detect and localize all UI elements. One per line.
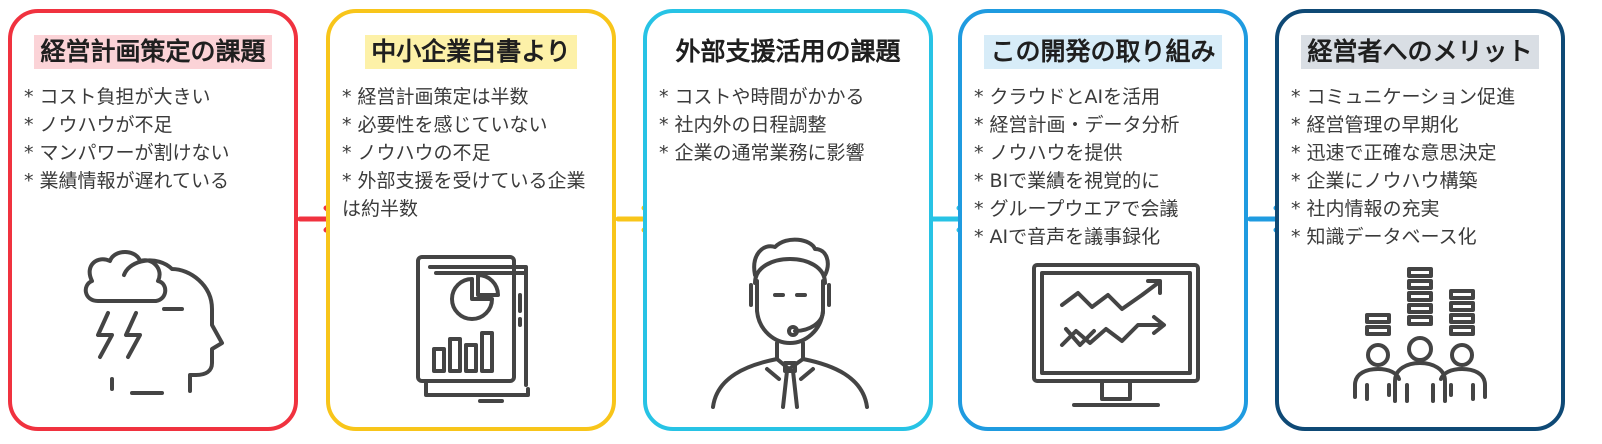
team-growth-icon bbox=[1353, 267, 1487, 403]
headache-storm-head-icon bbox=[83, 250, 224, 395]
list-item: * マンパワーが割けない bbox=[24, 142, 230, 164]
card-title: 経営者へのメリット bbox=[1301, 35, 1539, 69]
list-item: * 企業にノウハウ構築 bbox=[1291, 170, 1478, 192]
list-item: * 経営管理の早期化 bbox=[1291, 114, 1459, 136]
list-item: * 外部支援を受けている企業は約半数 bbox=[342, 170, 586, 220]
list-item: * コミュニケーション促進 bbox=[1291, 86, 1516, 108]
item-list: * コミュニケーション促進 * 経営管理の早期化 * 迅速で正確な意思決定 * … bbox=[1291, 83, 1553, 251]
card-external-support-issues: 外部支援活用の課題 * コストや時間がかかる * 社内外の日程調整 * 企業の通… bbox=[643, 9, 933, 431]
card-benefits-for-managers: 経営者へのメリット * コミュニケーション促進 * 経営管理の早期化 * 迅速で… bbox=[1275, 9, 1565, 431]
list-item: * 社内情報の充実 bbox=[1291, 198, 1440, 220]
item-list: * コスト負担が大きい * ノウハウが不足 * マンパワーが割けない * 業績情… bbox=[24, 83, 286, 195]
monitor-trend-chart-icon bbox=[1032, 263, 1200, 407]
consultant-headset-icon bbox=[711, 237, 869, 409]
card-title: 中小企業白書より bbox=[365, 35, 577, 69]
list-item: * BIで業績を視覚的に bbox=[974, 170, 1161, 192]
list-item: * ノウハウが不足 bbox=[24, 114, 173, 136]
list-item: * 経営計画・データ分析 bbox=[974, 114, 1180, 136]
card-development-initiatives: この開発の取り組み * クラウドとAIを活用 * 経営計画・データ分析 * ノウ… bbox=[958, 9, 1248, 431]
list-item: * 経営計画策定は半数 bbox=[342, 86, 529, 108]
item-list: * クラウドとAIを活用 * 経営計画・データ分析 * ノウハウを提供 * BI… bbox=[974, 83, 1236, 251]
card-title: この開発の取り組み bbox=[984, 35, 1222, 69]
list-item: * 社内外の日程調整 bbox=[659, 114, 827, 136]
list-item: * ノウハウの不足 bbox=[342, 142, 491, 164]
card-sme-white-paper: 中小企業白書より * 経営計画策定は半数 * 必要性を感じていない * ノウハウ… bbox=[326, 9, 616, 431]
item-list: * 経営計画策定は半数 * 必要性を感じていない * ノウハウの不足 * 外部支… bbox=[342, 83, 604, 223]
list-item: * クラウドとAIを活用 bbox=[974, 86, 1161, 108]
list-item: * コスト負担が大きい bbox=[24, 86, 211, 108]
list-item: * グループウエアで会議 bbox=[974, 198, 1179, 220]
report-chart-document-icon bbox=[416, 255, 530, 403]
item-list: * コストや時間がかかる * 社内外の日程調整 * 企業の通常業務に影響 bbox=[659, 83, 921, 167]
list-item: * AIで音声を議事録化 bbox=[974, 226, 1161, 248]
list-item: * ノウハウを提供 bbox=[974, 142, 1123, 164]
list-item: * 知識データベース化 bbox=[1291, 226, 1477, 248]
card-management-planning-issues: 経営計画策定の課題 * コスト負担が大きい * ノウハウが不足 * マンパワーが… bbox=[8, 9, 298, 431]
list-item: * コストや時間がかかる bbox=[659, 86, 865, 108]
list-item: * 業績情報が遅れている bbox=[24, 170, 229, 192]
list-item: * 必要性を感じていない bbox=[342, 114, 548, 136]
card-title: 外部支援活用の課題 bbox=[669, 35, 907, 69]
card-title: 経営計画策定の課題 bbox=[34, 35, 272, 69]
list-item: * 企業の通常業務に影響 bbox=[659, 142, 865, 164]
list-item: * 迅速で正確な意思決定 bbox=[1291, 142, 1497, 164]
